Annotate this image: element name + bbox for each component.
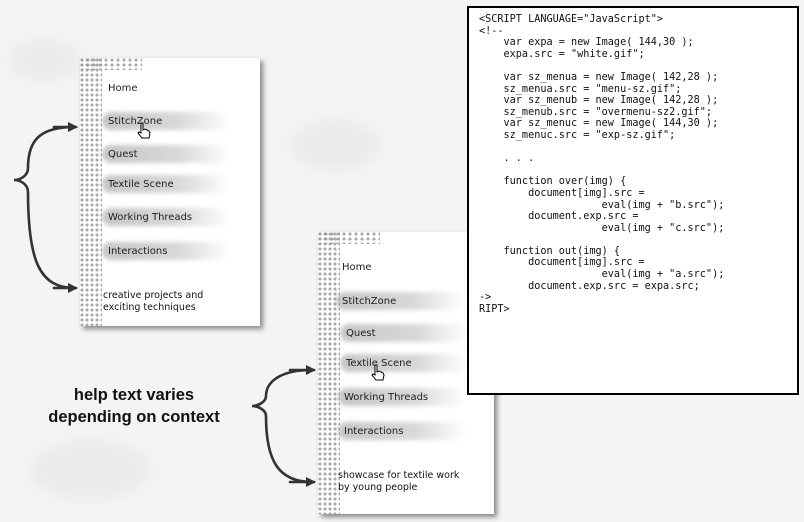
code-line: sz_menub.src = "overmenu-sz2.gif"; bbox=[479, 106, 713, 118]
code-line: sz_menua.src = "menu-sz.gif"; bbox=[479, 83, 682, 95]
code-panel: <SCRIPT LANGUAGE="JavaScript"><!-- var e… bbox=[467, 6, 799, 395]
code-line: sz_menuc.src = "exp-sz.gif"; bbox=[479, 129, 676, 141]
menu-item-textile-scene[interactable]: Textile Scene bbox=[340, 354, 468, 372]
curly-brace-arrow-icon bbox=[251, 365, 316, 487]
code-line: <!-- bbox=[479, 25, 504, 37]
code-line: document.exp.src = expa.src; bbox=[479, 280, 700, 292]
menu-item-home[interactable]: Home bbox=[342, 262, 372, 273]
code-line: document[img].src = bbox=[479, 187, 645, 199]
menu-item-interactions[interactable]: Interactions bbox=[338, 422, 466, 440]
menu-panel-2: Home StitchZone Quest Textile Scene Work… bbox=[318, 232, 494, 514]
code-line: document[img].src = bbox=[479, 257, 645, 269]
dot-pattern bbox=[80, 58, 142, 70]
code-line: eval(img + "c.src"); bbox=[479, 222, 725, 234]
code-listing: <SCRIPT LANGUAGE="JavaScript"><!-- var e… bbox=[469, 8, 797, 315]
dot-pattern bbox=[318, 232, 380, 244]
code-line: var sz_menub = new Image( 142,28 ); bbox=[479, 95, 719, 107]
menu-item-quest[interactable]: Quest bbox=[340, 324, 468, 342]
menu-panel-1: Home StitchZone Quest Textile Scene Work… bbox=[80, 58, 260, 326]
background-blob bbox=[290, 120, 380, 170]
background-blob bbox=[30, 440, 150, 500]
menu-item-stitchzone[interactable]: StitchZone bbox=[102, 112, 230, 130]
help-text: creative projects and exciting technique… bbox=[103, 290, 204, 313]
help-text: showcase for textile work by young peopl… bbox=[338, 470, 460, 493]
caption: help text varies depending on context bbox=[48, 386, 220, 426]
menu-item-interactions[interactable]: Interactions bbox=[102, 242, 230, 260]
code-line: var sz_menua = new Image( 142,28 ); bbox=[479, 71, 719, 83]
code-line: -> bbox=[479, 292, 492, 304]
menu-item-working-threads[interactable]: Working Threads bbox=[338, 388, 466, 406]
menu-item-home[interactable]: Home bbox=[108, 83, 138, 94]
code-line: eval(img + "a.src"); bbox=[479, 269, 725, 281]
menu-item-textile-scene[interactable]: Textile Scene bbox=[102, 175, 230, 193]
code-line: document.exp.src = bbox=[479, 211, 639, 223]
dot-pattern bbox=[318, 232, 340, 514]
menu-item-working-threads[interactable]: Working Threads bbox=[102, 208, 230, 226]
background-blob bbox=[10, 40, 80, 80]
code-line: expa.src = "white.gif"; bbox=[479, 48, 645, 60]
code-line: var expa = new Image( 144,30 ); bbox=[479, 37, 694, 49]
code-line: eval(img + "b.src"); bbox=[479, 199, 725, 211]
code-line: RIPT> bbox=[479, 303, 510, 315]
code-line: function over(img) { bbox=[479, 176, 627, 188]
dot-pattern bbox=[80, 58, 102, 326]
menu-item-quest[interactable]: Quest bbox=[102, 145, 230, 163]
menu-item-stitchzone[interactable]: StitchZone bbox=[336, 292, 464, 310]
curly-brace-arrow-icon bbox=[13, 122, 78, 293]
code-line: <SCRIPT LANGUAGE="JavaScript"> bbox=[479, 14, 664, 25]
code-line: var sz_menuc = new Image( 144,30 ); bbox=[479, 118, 719, 130]
code-line: function out(img) { bbox=[479, 245, 621, 257]
hand-pointer-icon bbox=[137, 122, 151, 139]
code-line: . . . bbox=[479, 153, 535, 165]
hand-pointer-icon bbox=[371, 364, 385, 381]
